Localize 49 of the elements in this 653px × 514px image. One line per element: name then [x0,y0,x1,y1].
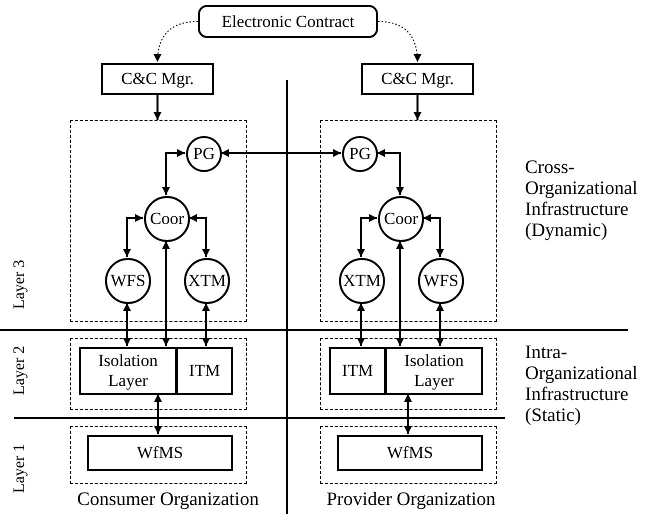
layer-group-frame [320,120,497,322]
layer-group-frame [320,338,497,410]
component-box: Isolation Layer [385,347,483,395]
arrow [221,149,341,157]
organization-label: Consumer Organization [76,490,260,512]
layer-group-frame [320,426,497,484]
layer-group-frame [70,338,247,410]
component-box: WfMS [87,435,233,471]
component-box: C&C Mgr. [361,63,474,95]
arrow [123,214,143,257]
component-circle: XTM [339,258,385,304]
arrow [189,214,210,257]
arrow [404,394,412,434]
section-label: Intra-Organizational Infrastructure (Static) [525,343,639,427]
arrow [162,241,170,346]
arrow [414,95,422,120]
arrow [154,95,162,120]
arrow [396,241,404,346]
arrow [123,303,131,346]
component-circle: Coor [378,196,424,242]
arrow [377,149,404,195]
arrow [357,214,377,257]
layer-label: Layer 1 [10,442,30,495]
component-circle: PG [342,136,378,172]
component-box: WfMS [337,435,483,471]
section-label: Cross-Organizational Infrastructure (Dynamic) [525,158,639,242]
arrow [423,214,444,257]
component-box: C&C Mgr. [101,63,214,95]
document-box: Electronic Contract [198,5,378,38]
component-box: Isolation Layer [79,347,177,395]
component-circle: XTM [184,258,230,304]
component-box: ITM [176,347,233,395]
layer-group-frame [70,426,247,484]
component-circle: Coor [144,196,190,242]
component-box: ITM [329,347,386,395]
arrow [357,303,365,346]
arrow [436,303,444,346]
component-circle: WFS [418,258,464,304]
dotted-arrow [378,21,422,62]
layer-label: Layer 3 [10,258,30,311]
layer-label: Layer 2 [10,344,30,397]
layer-group-frame [70,120,247,322]
arrow [202,303,210,346]
dotted-arrow [154,21,198,62]
arrow [162,149,185,195]
component-circle: PG [186,136,222,172]
organization-label: Provider Organization [325,490,497,512]
arrow [154,394,162,434]
component-circle: WFS [105,258,151,304]
